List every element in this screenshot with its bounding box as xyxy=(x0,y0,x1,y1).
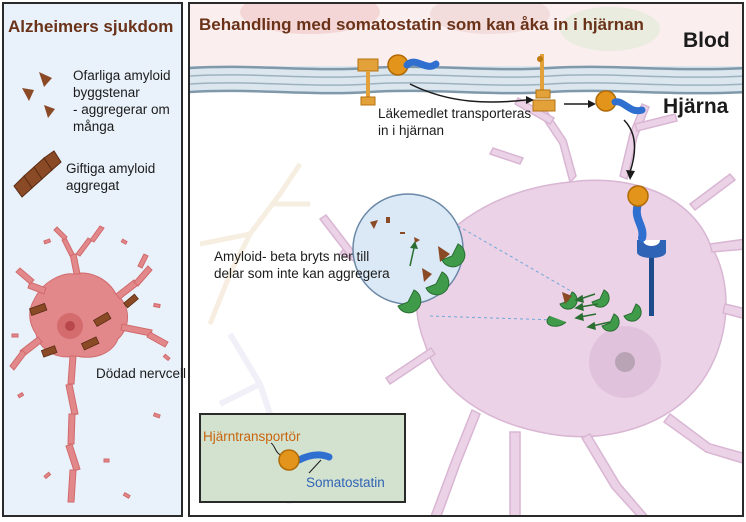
enzyme-icon xyxy=(397,243,466,314)
drug-in-brain-icon xyxy=(595,90,646,115)
breakdown-label-2: delar som inte kan aggregera xyxy=(214,266,390,281)
legend-art xyxy=(270,442,333,474)
breakdown-label-1: Amyloid- beta bryts ner till xyxy=(214,249,370,264)
left-panel-art xyxy=(9,72,171,503)
legend-transporter-label: Hjärntransportör xyxy=(203,429,301,444)
transporter-in-blood-icon xyxy=(357,54,440,106)
enzyme-near-neuron-icon xyxy=(546,289,642,332)
legend-somatostatin-label: Somatostatin xyxy=(306,475,385,490)
harmless-amyloid-label-4: många xyxy=(73,119,115,134)
transport-label-2: in i hjärnan xyxy=(378,123,445,138)
legend-box xyxy=(199,413,406,503)
amyloid-fragments-icon xyxy=(370,217,450,282)
harmless-amyloid-label-2: byggstenar xyxy=(73,85,140,100)
legend-drug-icon xyxy=(270,442,333,474)
aggregate-on-neuron-icon xyxy=(28,293,139,358)
transporter-crossing-icon xyxy=(532,54,556,112)
receptor-icon xyxy=(637,240,666,316)
harmless-amyloid-icon xyxy=(22,72,55,118)
dead-neuron-icon xyxy=(9,225,171,503)
green-arrows xyxy=(574,293,611,331)
right-panel-title: Behandling med somatostatin som kan åka … xyxy=(199,15,644,34)
toxic-aggregate-label-2: aggregat xyxy=(66,178,120,193)
toxic-aggregate-label-1: Giftiga amyloid xyxy=(66,161,156,176)
harmless-amyloid-label-1: Ofarliga amyloid xyxy=(73,68,171,83)
blood-label: Blod xyxy=(683,29,730,52)
transport-label-1: Läkemedlet transporteras xyxy=(378,106,532,121)
toxic-aggregate-icon xyxy=(13,150,62,198)
background-neuron-faint xyxy=(199,162,310,325)
harmless-amyloid-label-3: - aggregerar om xyxy=(73,102,170,117)
blood-brain-barrier xyxy=(190,65,742,95)
transport-arrows xyxy=(409,83,636,173)
amyloid-at-neuron-icon xyxy=(562,292,572,304)
left-panel xyxy=(2,2,183,517)
somatostatin-bound-icon xyxy=(627,185,649,242)
dead-neuron-label: Dödad nervcell xyxy=(96,366,187,381)
brain-label: Hjärna xyxy=(663,95,729,118)
left-panel-title: Alzheimers sjukdom xyxy=(8,17,174,36)
